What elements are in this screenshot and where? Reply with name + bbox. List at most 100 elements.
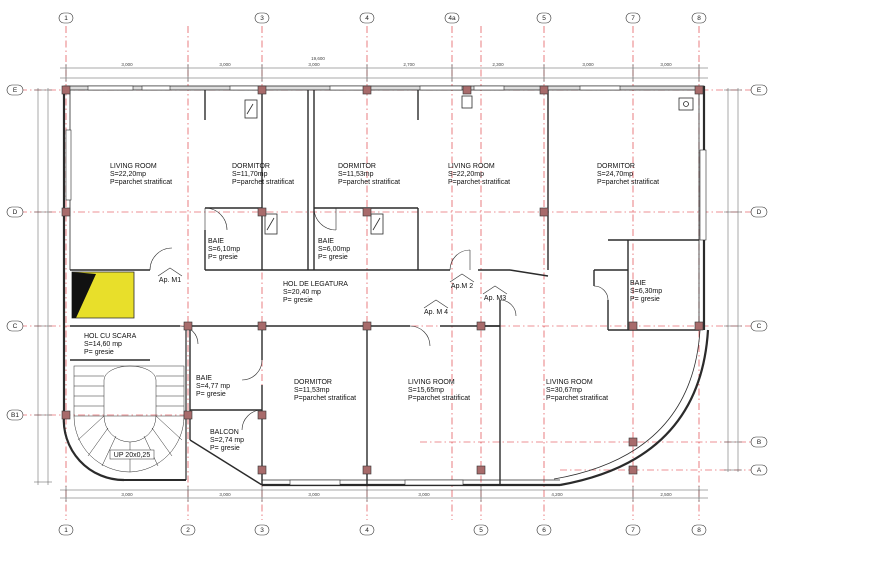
- svg-text:3,000: 3,000: [219, 62, 231, 67]
- svg-text:2,500: 2,500: [660, 492, 672, 497]
- grid-bubble-label: E: [757, 87, 762, 94]
- grid-bubble-label: 2: [186, 527, 190, 534]
- grid-bubble-label: 4: [365, 527, 369, 534]
- structural-columns: [61, 85, 704, 475]
- room-area: S=2,74 mp: [210, 437, 244, 444]
- column: [362, 85, 372, 95]
- room-floor: P=parchet stratificat: [597, 179, 659, 186]
- room-area: S=6,30mp: [630, 288, 662, 295]
- column: [257, 207, 267, 217]
- room-area: S=22,20mp: [448, 171, 484, 178]
- grid-bubble-label: C: [757, 323, 762, 330]
- room-area: S=14,60 mp: [84, 341, 122, 348]
- room-area: S=11,70mp: [232, 171, 268, 178]
- grid-bubble-top: 3: [254, 12, 270, 24]
- column: [539, 85, 549, 95]
- svg-text:4,200: 4,200: [551, 492, 563, 497]
- room-floor: P= gresie: [630, 296, 660, 303]
- column: [694, 85, 704, 95]
- windows: [65, 85, 707, 486]
- grid-bubble-top: 4: [359, 12, 375, 24]
- apartment-label: Ap. M1: [159, 277, 181, 284]
- column: [257, 465, 267, 475]
- svg-text:3,000: 3,000: [308, 62, 320, 67]
- room-floor: P=parchet stratificat: [408, 395, 470, 402]
- grid-bubble-label: B: [757, 439, 761, 446]
- grid-bubble-right: C: [750, 320, 768, 332]
- grid-bubble-label: 5: [479, 527, 483, 534]
- room-area: S=30,67mp: [546, 387, 582, 394]
- apartment-label: Ap. M3: [484, 295, 506, 302]
- room-area: S=6,10mp: [208, 246, 240, 253]
- grid-bubble-left: B1: [6, 409, 24, 421]
- room-name: BALCON: [210, 429, 239, 436]
- grid-bubble-right: E: [750, 84, 768, 96]
- highlighted-area: [71, 271, 135, 319]
- apartment-label: Ap. M 4: [424, 309, 448, 316]
- column: [61, 207, 71, 217]
- column: [257, 85, 267, 95]
- grid-bubble-right: B: [750, 436, 768, 448]
- room-area: S=6,00mp: [318, 246, 350, 253]
- stair-label-box: UP 20x0,25: [109, 449, 155, 460]
- grid-bubble-left: E: [6, 84, 24, 96]
- room-name: DORMITOR: [597, 163, 635, 170]
- grid-bubble-label: 3: [260, 527, 264, 534]
- column: [462, 85, 472, 95]
- svg-text:3,000: 3,000: [308, 492, 320, 497]
- room-name: DORMITOR: [338, 163, 376, 170]
- svg-text:19,600: 19,600: [311, 56, 325, 61]
- room-name: DORMITOR: [294, 379, 332, 386]
- grid-bubble-label: 4: [365, 15, 369, 22]
- svg-text:3,000: 3,000: [660, 62, 672, 67]
- apartment-marker: Ap. M3: [482, 285, 508, 302]
- grid-bubble-bottom: 6: [536, 524, 552, 536]
- door-swings: [149, 207, 609, 431]
- grid-bubble-right: D: [750, 206, 768, 218]
- grid-bubble-top: 1: [58, 12, 74, 24]
- grid-bubble-label: A: [757, 467, 762, 474]
- grid-bubble-label: 8: [697, 15, 701, 22]
- room-area: S=24,70mp: [597, 171, 633, 178]
- svg-text:2,300: 2,300: [492, 62, 504, 67]
- column: [362, 207, 372, 217]
- room-name: LIVING ROOM: [408, 379, 455, 386]
- grid-bubble-bottom: 7: [625, 524, 641, 536]
- room-floor: P=parchet stratificat: [110, 179, 172, 186]
- column: [539, 207, 549, 217]
- grid-bubble-label: D: [757, 209, 762, 216]
- column: [61, 410, 71, 420]
- room-name: LIVING ROOM: [110, 163, 157, 170]
- room-floor: P=parchet stratificat: [448, 179, 510, 186]
- grid-bubble-label: C: [13, 323, 18, 330]
- room-name: BAIE: [318, 238, 334, 245]
- column: [257, 410, 267, 420]
- grid-bubble-label: 1: [64, 527, 68, 534]
- room-name: LIVING ROOM: [546, 379, 593, 386]
- room-area: S=22,20mp: [110, 171, 146, 178]
- column: [628, 321, 638, 331]
- apartment-marker: Ap. M 4: [423, 299, 449, 316]
- room-name: LIVING ROOM: [448, 163, 495, 170]
- column: [628, 437, 638, 447]
- room-area: S=20,40 mp: [283, 289, 321, 296]
- grid-bubble-bottom: 4: [359, 524, 375, 536]
- dimension-chains: [37, 67, 739, 499]
- apartment-marker: Ap.M 2: [449, 273, 475, 290]
- grid-bubble-left: C: [6, 320, 24, 332]
- room-floor: P= gresie: [210, 445, 240, 452]
- column: [183, 410, 193, 420]
- apartment-marker: Ap. M1: [157, 267, 183, 284]
- grid-bubble-label: 8: [697, 527, 701, 534]
